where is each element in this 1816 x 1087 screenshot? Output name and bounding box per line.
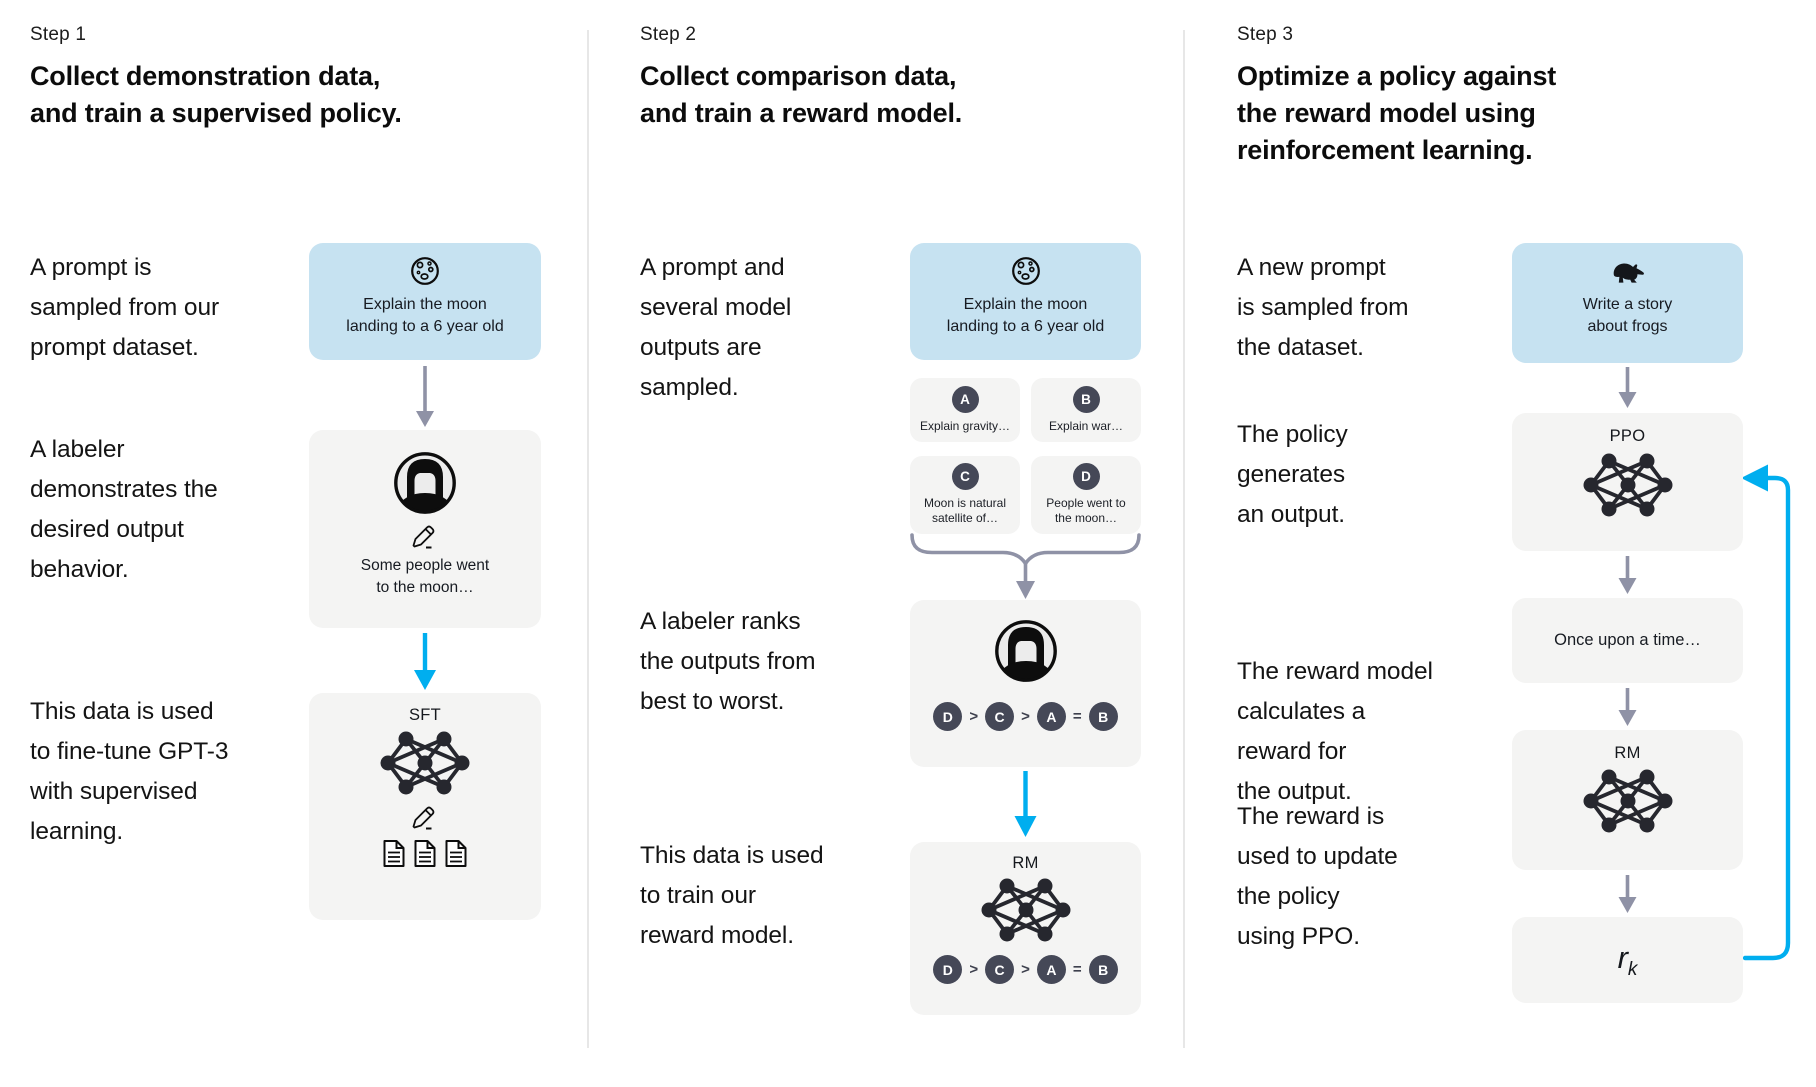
step1-paragraph-labeler: A labeler demonstrates the desired outpu… [30, 436, 218, 583]
column-divider-1 [587, 30, 589, 1048]
neural-network-icon [379, 730, 471, 796]
step2-paragraph-sampled: A prompt and several model outputs are s… [640, 254, 792, 401]
step2-label: Step 2 [640, 24, 697, 45]
ranking-row: D > C > A = B [933, 702, 1118, 731]
rank-separator: > [969, 961, 979, 978]
step3-prompt-box: Write a story about frogs [1512, 243, 1743, 363]
rank-separator: > [969, 708, 979, 725]
arrow-step2-labeler-to-rm [1014, 771, 1037, 837]
step1-label: Step 1 [30, 24, 87, 45]
step2-paragraph-ranks: A labeler ranks the outputs from best to… [640, 608, 816, 715]
step3-paragraph-prompt: A new prompt is sampled from the dataset… [1237, 254, 1409, 361]
step3-reward-box: rk [1512, 917, 1743, 1003]
feedback-arrow-reward-to-ppo [1741, 464, 1791, 961]
rank-badge: A [1036, 702, 1066, 731]
step3-heading: Optimize a policy against the reward mod… [1237, 61, 1557, 165]
option-label: Explain gravity… [919, 419, 1011, 433]
step2-rm-box: RM D > C > A = B [910, 842, 1141, 1015]
option-label: People went to the moon… [1046, 496, 1126, 525]
rank-badge: D [933, 702, 963, 731]
rank-separator: = [1072, 961, 1082, 978]
option-label: Explain war… [1048, 419, 1124, 433]
step2-prompt-box: Explain the moon landing to a 6 year old [910, 243, 1141, 360]
step3-label: Step 3 [1237, 24, 1294, 45]
rank-separator: > [1021, 961, 1030, 978]
rank-separator: > [1021, 708, 1030, 725]
option-letter-badge: D [1072, 463, 1100, 490]
labeler-avatar-icon [993, 618, 1059, 684]
arrow-step3-prompt-to-ppo [1618, 367, 1637, 408]
arrow-step1-prompt-to-labeler [416, 366, 434, 427]
step1-sft-box: SFT [309, 693, 541, 920]
output-option-c: C Moon is natural satellite of… [910, 456, 1020, 534]
rank-badge: B [1088, 955, 1118, 984]
step3-prompt-text: Write a story about frogs [1582, 296, 1673, 335]
arrow-step3-ppo-to-output [1618, 556, 1637, 594]
step3-paragraph-reward-model: The reward model calculates a reward for… [1237, 658, 1433, 805]
rank-badge: D [933, 955, 963, 984]
step1-prompt-text: Explain the moon landing to a 6 year old [346, 296, 504, 335]
neural-network-icon [1582, 768, 1674, 834]
step2-prompt-text: Explain the moon landing to a 6 year old [946, 296, 1105, 335]
step1-paragraph-prompt: A prompt is sampled from our prompt data… [30, 254, 220, 361]
output-option-d: D People went to the moon… [1031, 456, 1141, 534]
rank-badge: C [985, 955, 1015, 984]
step3-paragraph-update: The reward is used to update the policy … [1237, 803, 1398, 950]
option-letter-badge: C [951, 463, 979, 490]
rm-label: RM [1012, 854, 1039, 872]
moon-icon [409, 255, 441, 287]
step2-labeler-box: D > C > A = B [910, 600, 1141, 767]
neural-network-icon [1582, 452, 1674, 518]
step1-paragraph-finetune: This data is used to fine-tune GPT-3 wit… [30, 698, 229, 845]
step3-rm-box: RM [1512, 730, 1743, 870]
arrow-step3-output-to-rm [1618, 688, 1637, 726]
neural-network-icon [980, 877, 1072, 943]
rm-label: RM [1614, 744, 1641, 762]
brace-step2-outputs [910, 533, 1141, 599]
documents-icon [382, 839, 468, 868]
rank-badge: A [1036, 955, 1066, 984]
output-option-a: A Explain gravity… [910, 378, 1020, 442]
step3-paragraph-policy: The policy generates an output. [1237, 421, 1348, 528]
option-label: Moon is natural satellite of… [923, 496, 1007, 525]
step1-demonstration-text: Some people went to the moon… [360, 557, 490, 596]
reward-value: rk [1617, 939, 1638, 980]
rank-separator: = [1072, 708, 1082, 725]
step1-heading: Collect demonstration data, and train a … [30, 61, 402, 128]
step2-heading: Collect comparison data, and train a rew… [640, 61, 963, 128]
ppo-label: PPO [1609, 427, 1646, 445]
option-letter-badge: B [1072, 386, 1100, 413]
pencil-icon [410, 805, 440, 831]
step3-output-text: Once upon a time… [1554, 630, 1701, 649]
labeler-avatar-icon [392, 450, 458, 516]
step1-prompt-box: Explain the moon landing to a 6 year old [309, 243, 541, 360]
step2-paragraph-train: This data is used to train our reward mo… [640, 842, 824, 949]
arrow-step3-rm-to-reward [1618, 875, 1637, 913]
ranking-row: D > C > A = B [933, 955, 1118, 984]
step1-labeler-box: Some people went to the moon… [309, 430, 541, 628]
frog-icon [1610, 258, 1646, 285]
step3-ppo-box: PPO [1512, 413, 1743, 551]
moon-icon [1010, 255, 1042, 287]
pencil-icon [410, 524, 440, 550]
output-option-b: B Explain war… [1031, 378, 1141, 442]
step3-output-box: Once upon a time… [1512, 598, 1743, 683]
arrow-step1-labeler-to-sft [414, 633, 436, 690]
rank-badge: B [1088, 702, 1118, 731]
rank-badge: C [985, 702, 1015, 731]
sft-label: SFT [408, 706, 442, 724]
column-divider-2 [1183, 30, 1185, 1048]
option-letter-badge: A [951, 386, 979, 413]
